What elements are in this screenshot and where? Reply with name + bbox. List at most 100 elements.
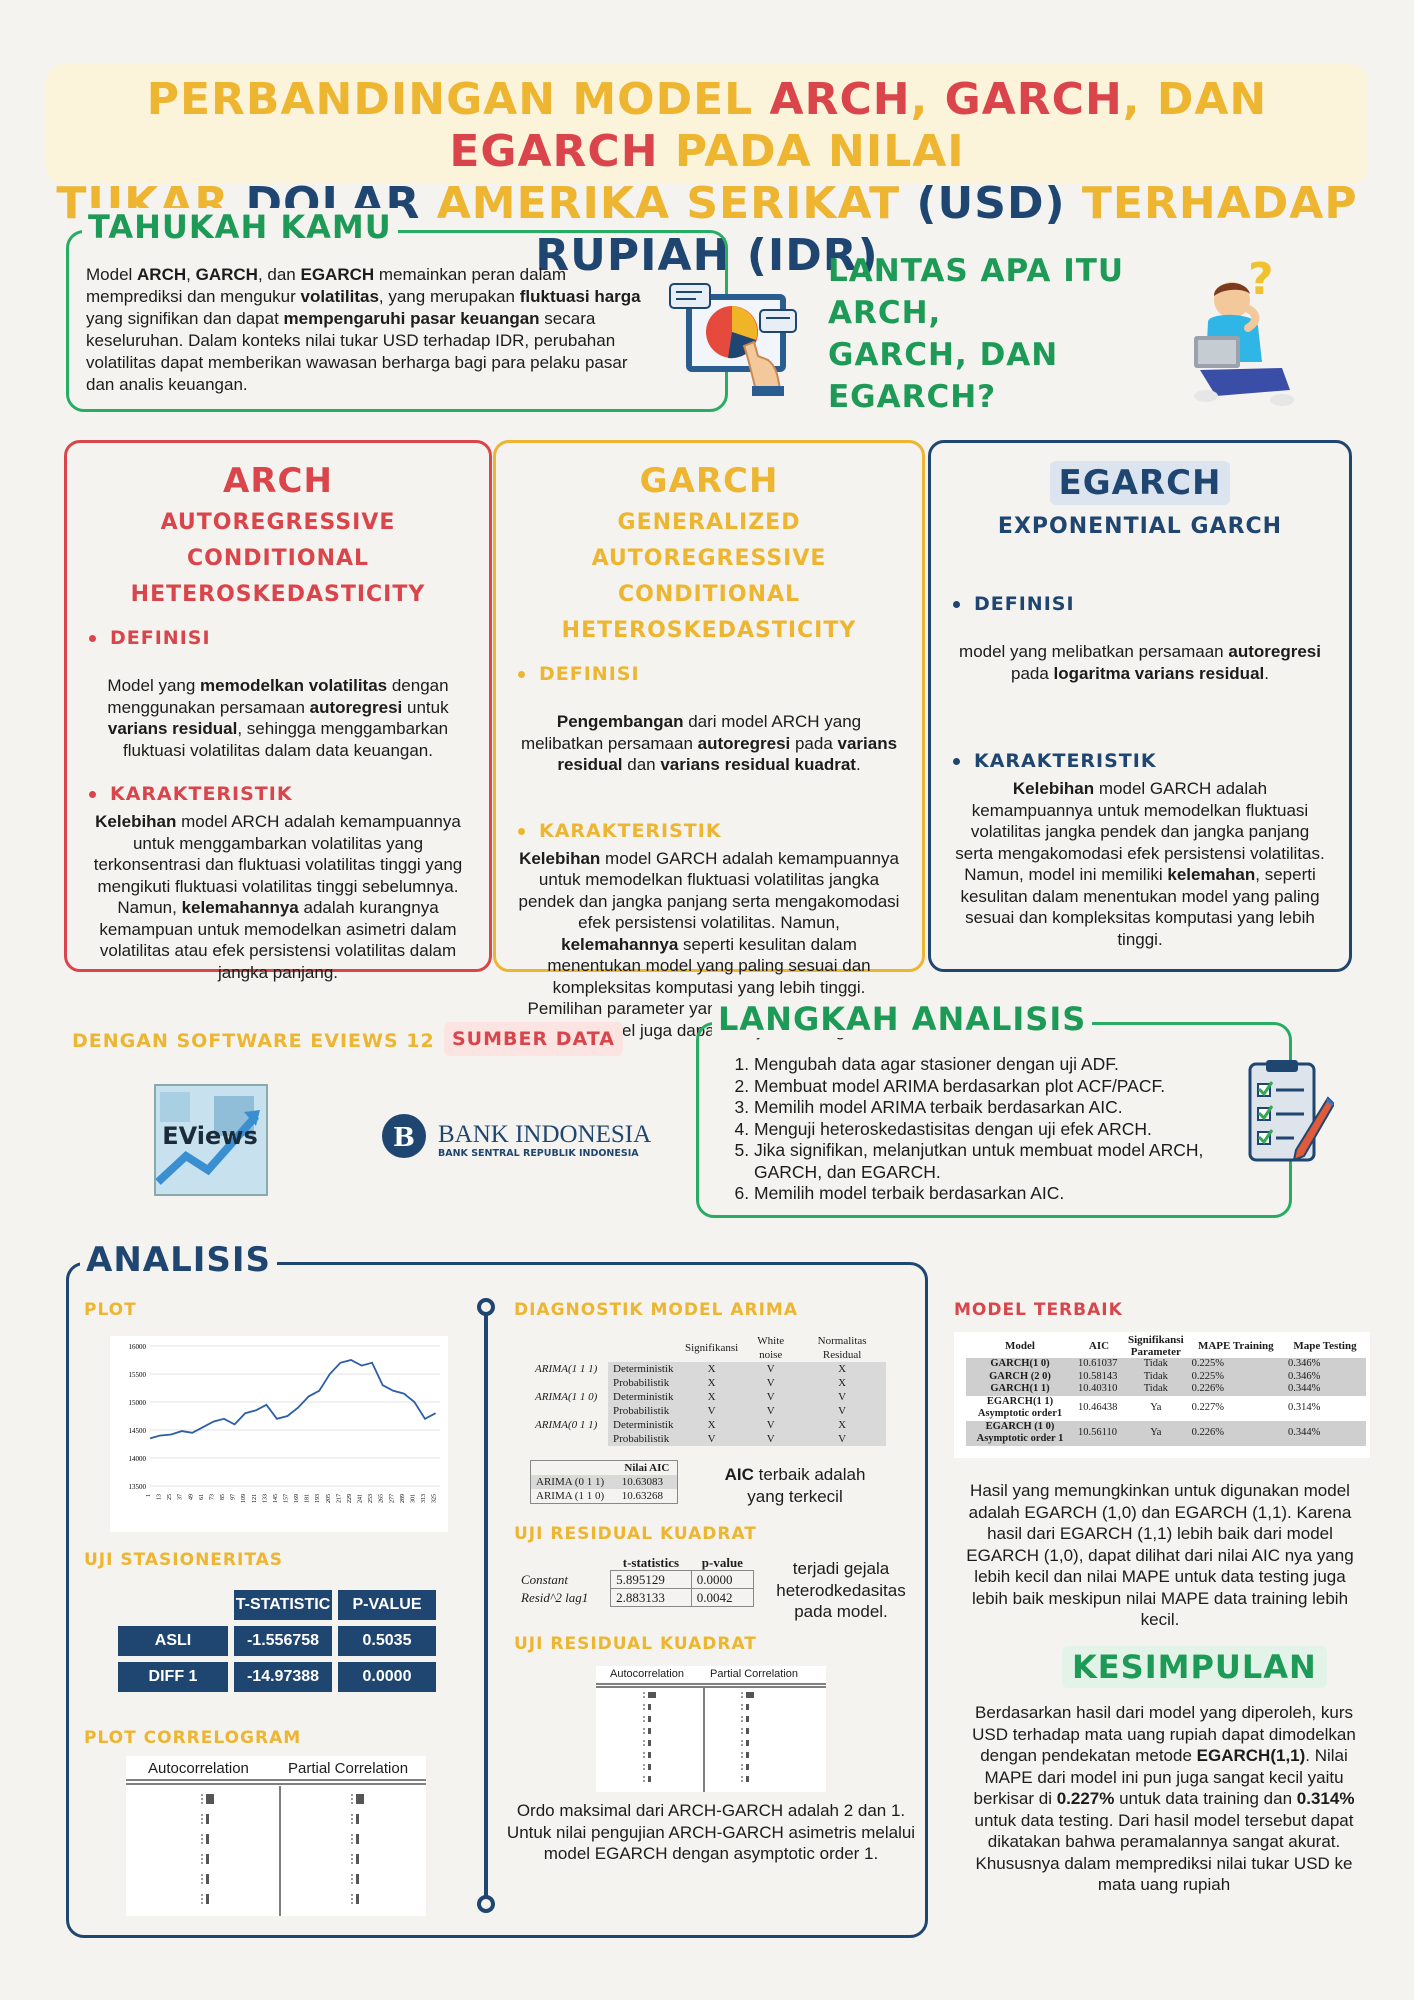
aic-model: ARIMA (1 1 0) [536,1490,605,1502]
arch-full-line1: AUTOREGRESSIVE CONDITIONAL [160,510,396,571]
title-segment: AMERIKA SERIKAT [420,178,917,229]
residual2-header-pac: Partial Correlation [710,1668,799,1680]
bank-sub: BANK SENTRAL REPUBLIK INDONESIA [438,1148,639,1159]
diagnostik-cell [530,1376,608,1390]
residual1-row: Constant 5.895129 0.0000 [516,1570,755,1589]
correlogram-bar [206,1814,209,1824]
diagnostik-cell: V [743,1390,799,1404]
plot-x-tick: 169 [294,1494,300,1503]
correlogram-bar [356,1814,359,1824]
diagnostik-cell: Probabilistik [608,1404,680,1418]
correlogram-bar [746,1692,754,1698]
langkah-step: Memilih model ARIMA terbaik berdasarkan … [754,1097,1234,1119]
arch-full-line2: HETEROSKEDASTICITY [130,582,426,607]
text-segment: secara keseluruhan. Dalam konteks nilai … [86,309,628,394]
eviews-logo-text: EViews [162,1122,258,1150]
terbaik-cell: 10.58143 [1074,1370,1124,1383]
correlogram-bar [648,1776,651,1782]
terbaik-cell: Ya [1150,1401,1162,1413]
lantas-line-1: LANTAS APA ITU ARCH, [828,253,1125,331]
empty-cell [516,1556,611,1571]
bold-text: logaritma varians residual [1053,663,1265,683]
arch-name: ARCH [223,461,333,501]
garch-karakteristik-label: KARAKTERISTIK [518,820,922,842]
plot-x-tick: 145 [273,1494,279,1503]
sumber-data-label: SUMBER DATA [444,1022,623,1056]
text-segment: dengan menggunakan persamaan [107,676,449,717]
bold-text: ARCH [137,265,187,284]
stasioner-label: UJI STASIONERITAS [84,1550,284,1570]
text-segment: untuk data testing. Dari hasil model ter… [974,1810,1354,1895]
title-line-1: PERBANDINGAN MODEL ARCH, GARCH, DAN EGAR… [46,74,1368,178]
plot-x-tick: 265 [379,1494,385,1503]
terbaik-cell: 0.225% [1187,1358,1284,1371]
terbaik-cell: Ya [1124,1420,1188,1446]
residual1-p: 0.0042 [690,1588,755,1607]
text-segment: model yang melibatkan persamaan [959,642,1229,661]
aic-value: 10.63268 [621,1490,663,1502]
terbaik-cell: GARCH(1 0) [966,1358,1074,1371]
correlogram-bar [356,1854,359,1864]
residual1-t: 5.895129 [610,1570,692,1589]
diagnostik-cell: V [680,1404,744,1418]
diagnostik-cell: ARIMA(0 1 1) [530,1418,608,1432]
plot-x-tick: 181 [305,1494,311,1503]
terbaik-text: Hasil yang memungkinkan untuk digunakan … [966,1481,1354,1629]
correlogram-svg [126,1779,426,1916]
terbaik-header: Signifikansi Parameter [1128,1334,1184,1358]
stasioner-row-name: DIFF 1 [112,1656,234,1698]
bold-text: varians residual kuadrat [660,755,856,774]
plot-x-tick: 253 [368,1494,374,1503]
residual2-header-ac: Autocorrelation [610,1668,684,1680]
text-segment: , yang merupakan [378,287,520,306]
empty-cell [608,1334,680,1362]
aic-model: ARIMA (0 1 1) [530,1475,617,1489]
correlogram-header-ac: Autocorrelation [148,1760,249,1777]
diagnostik-cell: V [743,1362,799,1376]
diagnostik-cell: X [680,1418,744,1432]
residual1-header: p-value [701,1555,743,1570]
stasioner-row: ASLI -1.556758 0.5035 [112,1620,442,1662]
checklist-pencil-icon [1244,1058,1336,1170]
diagnostik-cell: ARIMA(1 1 0) [530,1390,608,1404]
stasioner-header-row: T-STATISTIC P-VALUE [112,1584,442,1626]
correlogram-bar [206,1854,209,1864]
poster-title: PERBANDINGAN MODEL ARCH, GARCH, DAN EGAR… [46,64,1368,281]
correlogram-label: PLOT CORRELOGRAM [84,1728,302,1748]
plot-x-tick: 325 [432,1494,438,1503]
bullet-icon [953,758,960,765]
diagnostik-cell: Deterministik [608,1362,680,1376]
terbaik-cell: 0.225% [1187,1370,1284,1383]
arch-definisi-text-label: DEFINISI [110,627,211,649]
correlogram-bar [746,1764,749,1770]
tahukah-text: Model ARCH, GARCH, dan EGARCH memainkan … [86,264,646,396]
plot-x-tick: 49 [188,1494,194,1500]
correlogram-bar [648,1752,651,1758]
egarch-full-name: EXPONENTIAL GARCH [931,509,1349,545]
diagnostik-cell: X [798,1362,886,1376]
residual2-label: UJI RESIDUAL KUADRAT [514,1634,757,1654]
text-segment: Berdasarkan hasil dari model yang dipero… [972,1703,1356,1765]
title-segment: GARCH [944,74,1123,125]
title-line-2: TUKAR DOLAR AMERIKA SERIKAT (USD) TERHAD… [46,178,1368,282]
plot-x-tick: 157 [284,1494,290,1503]
bullet-icon [89,635,96,642]
bold-text: fluktuasi harga [519,287,641,306]
thinking-person-laptop-icon: ? [1186,250,1298,412]
terbaik-cell: 0.346% [1283,1370,1366,1383]
diagnostik-cell [530,1432,608,1446]
stasioner-row-name: ASLI [112,1620,234,1662]
terbaik-cell: 0.314% [1287,1401,1321,1413]
residual2-correlogram: Autocorrelation Partial Correlation [596,1666,826,1792]
diagnostik-table: Signifikansi White noise Normalitas Resi… [530,1334,886,1446]
diagnostik-cell: ARIMA(1 1 1) [530,1362,608,1376]
text-segment: pada [1011,663,1054,683]
garch-full-line2: CONDITIONAL HETEROSKEDASTICITY [561,582,857,643]
timeline-dot-bottom [477,1895,495,1913]
plot-x-tick: 217 [336,1494,342,1503]
